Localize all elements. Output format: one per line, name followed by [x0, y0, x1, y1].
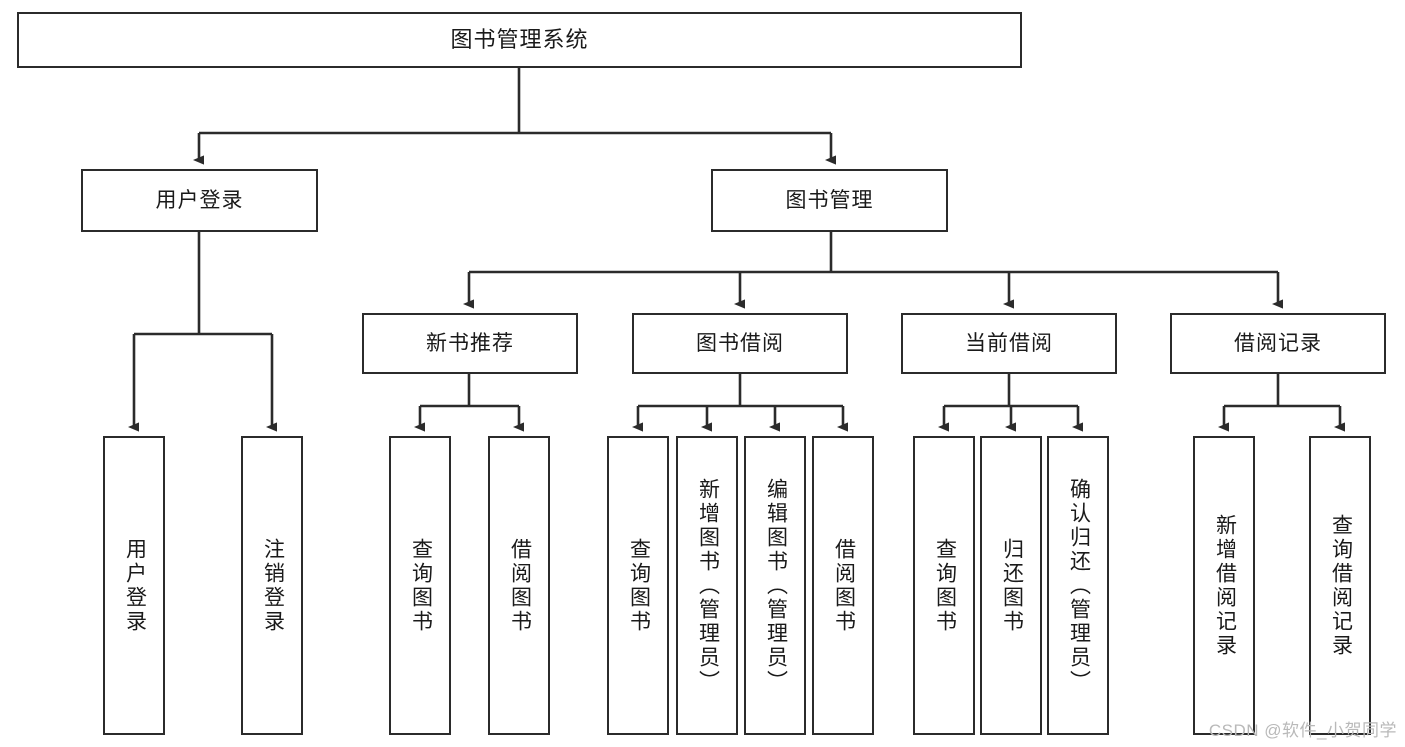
node-leaf-add-record[interactable]: 新增借阅记录 [1193, 436, 1255, 735]
node-book-borrow-label: 图书借阅 [696, 331, 784, 355]
node-root[interactable]: 图书管理系统 [17, 12, 1022, 68]
node-leaf-add-book-label: 新增图书（管理员） [696, 477, 720, 694]
node-leaf-user-login[interactable]: 用户登录 [103, 436, 165, 735]
node-leaf-query-book-3[interactable]: 查询图书 [913, 436, 975, 735]
node-borrow-record[interactable]: 借阅记录 [1170, 313, 1386, 374]
node-leaf-query-record[interactable]: 查询借阅记录 [1309, 436, 1371, 735]
node-current-borrow-label: 当前借阅 [965, 331, 1053, 355]
node-leaf-logout-login[interactable]: 注销登录 [241, 436, 303, 735]
watermark: CSDN @软件_小贺同学 [1208, 721, 1397, 740]
node-leaf-borrow-book-1[interactable]: 借阅图书 [488, 436, 550, 735]
node-leaf-user-login-label: 用户登录 [123, 537, 147, 634]
node-leaf-borrow-book-1-label: 借阅图书 [508, 537, 532, 634]
node-root-label: 图书管理系统 [450, 26, 589, 52]
node-leaf-return-book-label: 归还图书 [1000, 537, 1024, 634]
node-leaf-logout-login-label: 注销登录 [261, 537, 285, 634]
node-borrow-record-label: 借阅记录 [1234, 331, 1322, 355]
node-leaf-query-record-label: 查询借阅记录 [1329, 513, 1353, 658]
node-leaf-query-book-2[interactable]: 查询图书 [607, 436, 669, 735]
node-book-borrow[interactable]: 图书借阅 [632, 313, 848, 374]
node-leaf-query-book-1-label: 查询图书 [409, 537, 433, 634]
node-user-login-label: 用户登录 [155, 188, 244, 212]
node-leaf-query-book-3-label: 查询图书 [933, 537, 957, 634]
node-new-book-recommend[interactable]: 新书推荐 [362, 313, 578, 374]
node-leaf-borrow-book-2-label: 借阅图书 [832, 537, 856, 634]
node-leaf-confirm-return[interactable]: 确认归还（管理员） [1047, 436, 1109, 735]
node-leaf-confirm-return-label: 确认归还（管理员） [1067, 477, 1091, 694]
node-leaf-add-book[interactable]: 新增图书（管理员） [676, 436, 738, 735]
node-book-manage[interactable]: 图书管理 [711, 169, 948, 232]
node-book-manage-label: 图书管理 [785, 188, 874, 212]
node-user-login[interactable]: 用户登录 [81, 169, 318, 232]
node-leaf-borrow-book-2[interactable]: 借阅图书 [812, 436, 874, 735]
node-leaf-edit-book[interactable]: 编辑图书（管理员） [744, 436, 806, 735]
node-leaf-add-record-label: 新增借阅记录 [1213, 513, 1237, 658]
node-leaf-query-book-1[interactable]: 查询图书 [389, 436, 451, 735]
node-new-book-recommend-label: 新书推荐 [426, 331, 514, 355]
node-leaf-query-book-2-label: 查询图书 [627, 537, 651, 634]
node-leaf-return-book[interactable]: 归还图书 [980, 436, 1042, 735]
node-leaf-edit-book-label: 编辑图书（管理员） [764, 477, 788, 694]
node-current-borrow[interactable]: 当前借阅 [901, 313, 1117, 374]
